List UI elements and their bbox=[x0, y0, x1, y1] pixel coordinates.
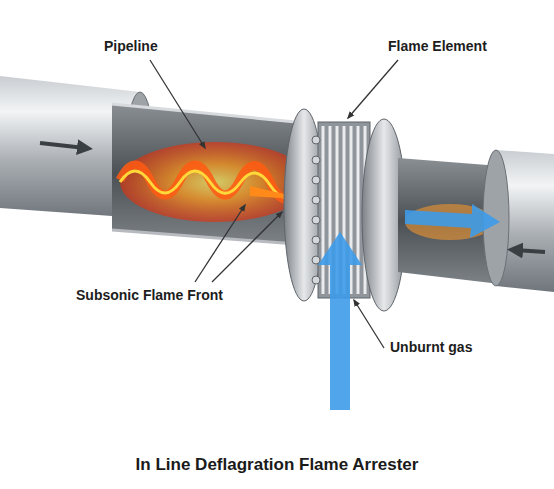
leader-line bbox=[354, 300, 384, 348]
gas-arrow bbox=[318, 232, 362, 410]
pipe-cutaway bbox=[398, 158, 500, 284]
part-label: Flame Element bbox=[388, 38, 487, 54]
pipe-edge bbox=[112, 104, 296, 122]
pipe-edge bbox=[112, 230, 296, 244]
flow-arrow bbox=[40, 143, 85, 148]
leader-line bbox=[150, 60, 205, 148]
element-tube-ends bbox=[312, 136, 320, 284]
leader-line bbox=[212, 212, 282, 282]
leader-line bbox=[348, 60, 398, 118]
flow-arrow bbox=[515, 250, 545, 252]
part-label: Pipeline bbox=[104, 38, 158, 54]
flame-glow bbox=[120, 142, 310, 222]
leader-line bbox=[195, 205, 245, 282]
diagram-title: In Line Deflagration Flame Arrester bbox=[132, 455, 423, 475]
gas-arrow bbox=[405, 204, 500, 238]
part-label: Unburnt gas bbox=[390, 339, 472, 355]
part-label: Subsonic Flame Front bbox=[76, 287, 223, 303]
